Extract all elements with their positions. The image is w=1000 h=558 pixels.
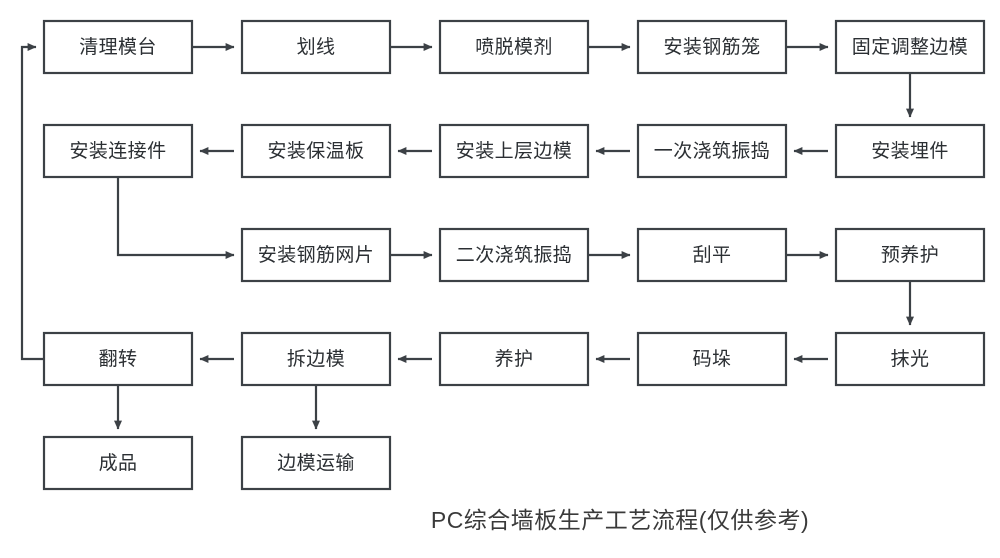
- process-node-n02[interactable]: 划线: [240, 19, 392, 75]
- node-box[interactable]: [636, 227, 788, 283]
- node-box[interactable]: [42, 123, 194, 179]
- process-node-n11[interactable]: 安装钢筋网片: [240, 227, 392, 283]
- node-label: 清理模台: [79, 36, 157, 58]
- process-node-n19[interactable]: 翻转: [42, 331, 194, 387]
- process-node-n06[interactable]: 安装埋件: [834, 123, 986, 179]
- node-box[interactable]: [438, 19, 590, 75]
- process-node-n03[interactable]: 喷脱模剂: [438, 19, 590, 75]
- node-box[interactable]: [636, 123, 788, 179]
- process-node-n18[interactable]: 拆边模: [240, 331, 392, 387]
- node-label: 一次浇筑振捣: [654, 140, 770, 162]
- process-node-n21[interactable]: 边模运输: [240, 435, 392, 491]
- node-label: 刮平: [693, 244, 732, 266]
- diagram-caption: PC综合墙板生产工艺流程(仅供参考): [431, 507, 809, 533]
- process-node-n16[interactable]: 码垛: [636, 331, 788, 387]
- process-node-n07[interactable]: 一次浇筑振捣: [636, 123, 788, 179]
- node-label: 安装钢筋网片: [258, 244, 374, 266]
- node-label: 养护: [495, 348, 534, 370]
- node-label: 二次浇筑振捣: [456, 244, 572, 266]
- node-box[interactable]: [42, 435, 194, 491]
- node-label: 边模运输: [277, 452, 355, 474]
- edges-layer: [20, 43, 914, 430]
- process-node-n13[interactable]: 刮平: [636, 227, 788, 283]
- node-label: 固定调整边模: [852, 36, 968, 58]
- node-label: 抹光: [891, 348, 930, 370]
- process-node-n12[interactable]: 二次浇筑振捣: [438, 227, 590, 283]
- node-box[interactable]: [240, 331, 392, 387]
- process-node-n20[interactable]: 成品: [42, 435, 194, 491]
- process-node-n01[interactable]: 清理模台: [42, 19, 194, 75]
- node-label: 安装上层边模: [456, 140, 572, 162]
- node-box[interactable]: [240, 435, 392, 491]
- process-node-n09[interactable]: 安装保温板: [240, 123, 392, 179]
- node-box[interactable]: [834, 19, 986, 75]
- process-node-n17[interactable]: 养护: [438, 331, 590, 387]
- node-label: 翻转: [99, 348, 138, 370]
- node-box[interactable]: [438, 227, 590, 283]
- node-box[interactable]: [438, 123, 590, 179]
- process-node-n04[interactable]: 安装钢筋笼: [636, 19, 788, 75]
- node-box[interactable]: [240, 19, 392, 75]
- node-box[interactable]: [636, 19, 788, 75]
- node-box[interactable]: [834, 123, 986, 179]
- node-label: 预养护: [881, 244, 939, 266]
- node-box[interactable]: [636, 331, 788, 387]
- node-label: 安装钢筋笼: [663, 36, 760, 58]
- node-box[interactable]: [834, 227, 986, 283]
- process-node-n08[interactable]: 安装上层边模: [438, 123, 590, 179]
- node-box[interactable]: [42, 19, 194, 75]
- node-label: 喷脱模剂: [475, 36, 553, 58]
- node-label: 拆边模: [287, 348, 345, 370]
- node-label: 安装保温板: [267, 140, 364, 162]
- process-node-n05[interactable]: 固定调整边模: [834, 19, 986, 75]
- node-label: 码垛: [693, 348, 732, 370]
- process-node-n15[interactable]: 抹光: [834, 331, 986, 387]
- flow-edge-n19-to-n01: [20, 43, 44, 361]
- node-box[interactable]: [240, 123, 392, 179]
- node-label: 成品: [99, 452, 138, 474]
- node-box[interactable]: [438, 331, 590, 387]
- node-label: 安装埋件: [871, 140, 949, 162]
- flow-edge-n10-to-n11: [116, 177, 235, 259]
- node-box[interactable]: [240, 227, 392, 283]
- node-box[interactable]: [834, 331, 986, 387]
- node-box[interactable]: [42, 331, 194, 387]
- process-node-n14[interactable]: 预养护: [834, 227, 986, 283]
- process-node-n10[interactable]: 安装连接件: [42, 123, 194, 179]
- node-label: 安装连接件: [69, 140, 166, 162]
- node-label: 划线: [297, 36, 336, 58]
